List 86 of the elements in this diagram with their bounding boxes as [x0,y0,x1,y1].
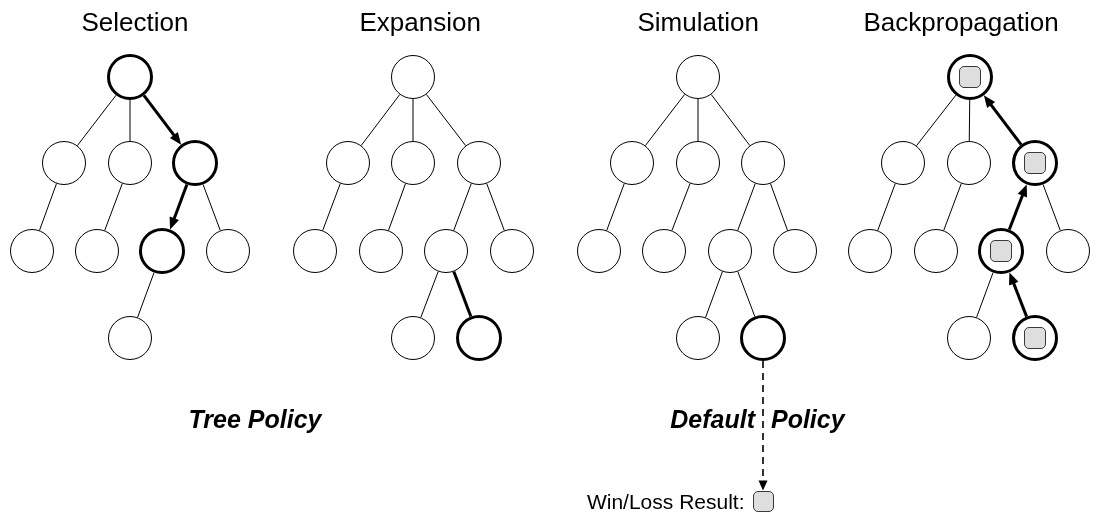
highlighted-tree-node [978,228,1024,274]
connector-line [129,99,131,142]
tree-node [75,229,119,273]
highlighted-tree-node [139,228,185,274]
tree-node [577,229,621,273]
tree-node [108,141,152,185]
tree-node [610,141,654,185]
tree-node [326,141,370,185]
result-token [959,66,981,88]
tree-node [490,229,534,273]
tree-node [206,229,250,273]
connector-line [420,271,439,318]
connector-line [76,94,117,147]
tree-node [773,229,817,273]
policy-label: Tree Policy [188,406,322,432]
connector-line [137,272,155,318]
tree-node [741,141,785,185]
connector-line [388,183,406,231]
result-token [1024,152,1046,174]
connector-line [39,183,57,231]
tree-node [676,141,720,185]
highlighted-tree-node [1012,315,1058,361]
connector-line [697,98,699,142]
connector-line [412,98,414,142]
tree-node [708,229,752,273]
tree-node [848,229,892,273]
tree-node [457,141,501,185]
connector-line [453,183,472,231]
connector-line [360,94,401,146]
bold-arrow [1009,272,1029,318]
highlighted-tree-node [947,54,993,100]
highlighted-tree-node [740,315,786,361]
policy-label: Default Policy [670,406,845,432]
result-token [990,240,1012,262]
connector-line [202,184,221,231]
bold-connector-line [452,271,473,318]
result-token [1024,327,1046,349]
bold-arrow [169,184,189,230]
tree-node [359,229,403,273]
tree-node [642,229,686,273]
tree-node [1046,229,1090,273]
tree-node [676,316,720,360]
connector-line [322,183,341,231]
tree-node [424,229,468,273]
tree-node [881,141,925,185]
tree-node [42,141,86,185]
tree-node [108,316,152,360]
connector-line [710,94,751,146]
highlighted-tree-node [107,54,153,100]
connector-line [425,93,467,147]
highlighted-tree-node [172,140,218,186]
bold-arrow [1007,184,1028,231]
result-label: Win/Loss Result: [586,490,745,512]
highlighted-tree-node [456,315,502,361]
tree-node [914,229,958,273]
phase-title: Backpropagation [863,9,1059,35]
tree-node [10,229,54,273]
connector-line [644,93,686,147]
tree-node [391,55,435,99]
connector-line [968,99,971,142]
connector-line [770,183,788,231]
connector-line [606,183,625,231]
tree-node [947,316,991,360]
connector-line [916,94,957,147]
connector-line [486,183,505,231]
connector-line [1042,184,1061,231]
connector-line [943,183,962,231]
tree-node [391,141,435,185]
phase-title: Selection [81,9,189,35]
phase-title: Expansion [359,9,481,35]
tree-node [293,229,337,273]
connector-line [737,271,756,317]
highlighted-tree-node [1012,140,1058,186]
tree-node [391,316,435,360]
tree-node [676,55,720,99]
connector-line [877,183,896,231]
connector-line [104,183,123,231]
connector-line [737,183,756,231]
dashed-arrow [758,360,768,491]
connector-line [976,272,994,318]
connector-line [671,183,691,231]
phase-title: Simulation [637,9,759,35]
connector-line [705,271,723,318]
bold-arrow [983,95,1023,146]
bold-arrow [142,94,182,145]
tree-node [947,141,991,185]
